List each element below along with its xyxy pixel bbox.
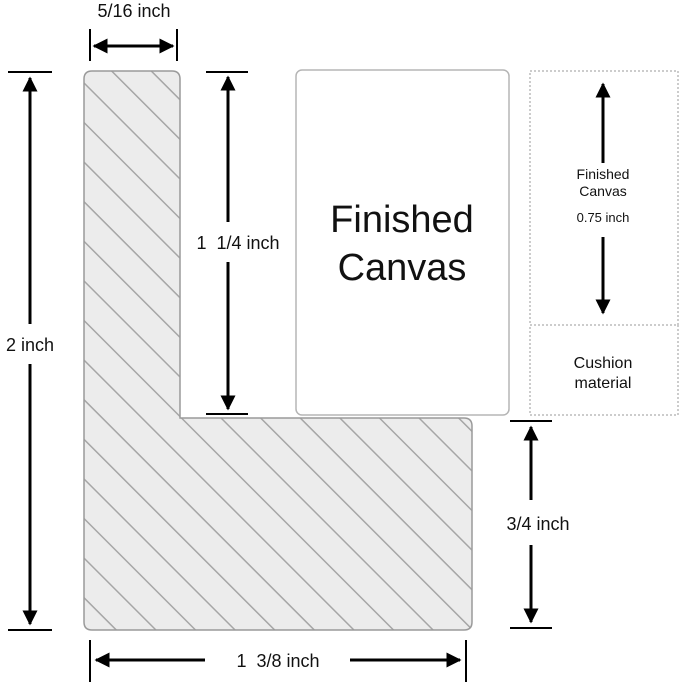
total-width-label: 1 3/8 inch bbox=[236, 651, 319, 671]
cushion-label-line1: Cushion bbox=[574, 355, 633, 372]
side-panel-cushion-box bbox=[529, 324, 679, 416]
canvas-label-line2: Canvas bbox=[338, 247, 467, 289]
cushion-label-line2: material bbox=[575, 375, 632, 392]
frame-width-label: 5/16 inch bbox=[97, 1, 170, 21]
side-panel-title-line1: Finished bbox=[577, 166, 630, 182]
side-panel-thickness: 0.75 inch bbox=[577, 210, 630, 225]
total-height-label: 2 inch bbox=[6, 335, 54, 355]
frame-profile-hatching bbox=[83, 70, 473, 631]
rabbet-depth-label: 1 1/4 inch bbox=[196, 233, 279, 253]
lip-height-label: 3/4 inch bbox=[506, 514, 569, 534]
finished-canvas-block bbox=[295, 69, 510, 416]
canvas-label-line1: Finished bbox=[330, 199, 474, 241]
side-panel-title-line2: Canvas bbox=[579, 183, 626, 199]
